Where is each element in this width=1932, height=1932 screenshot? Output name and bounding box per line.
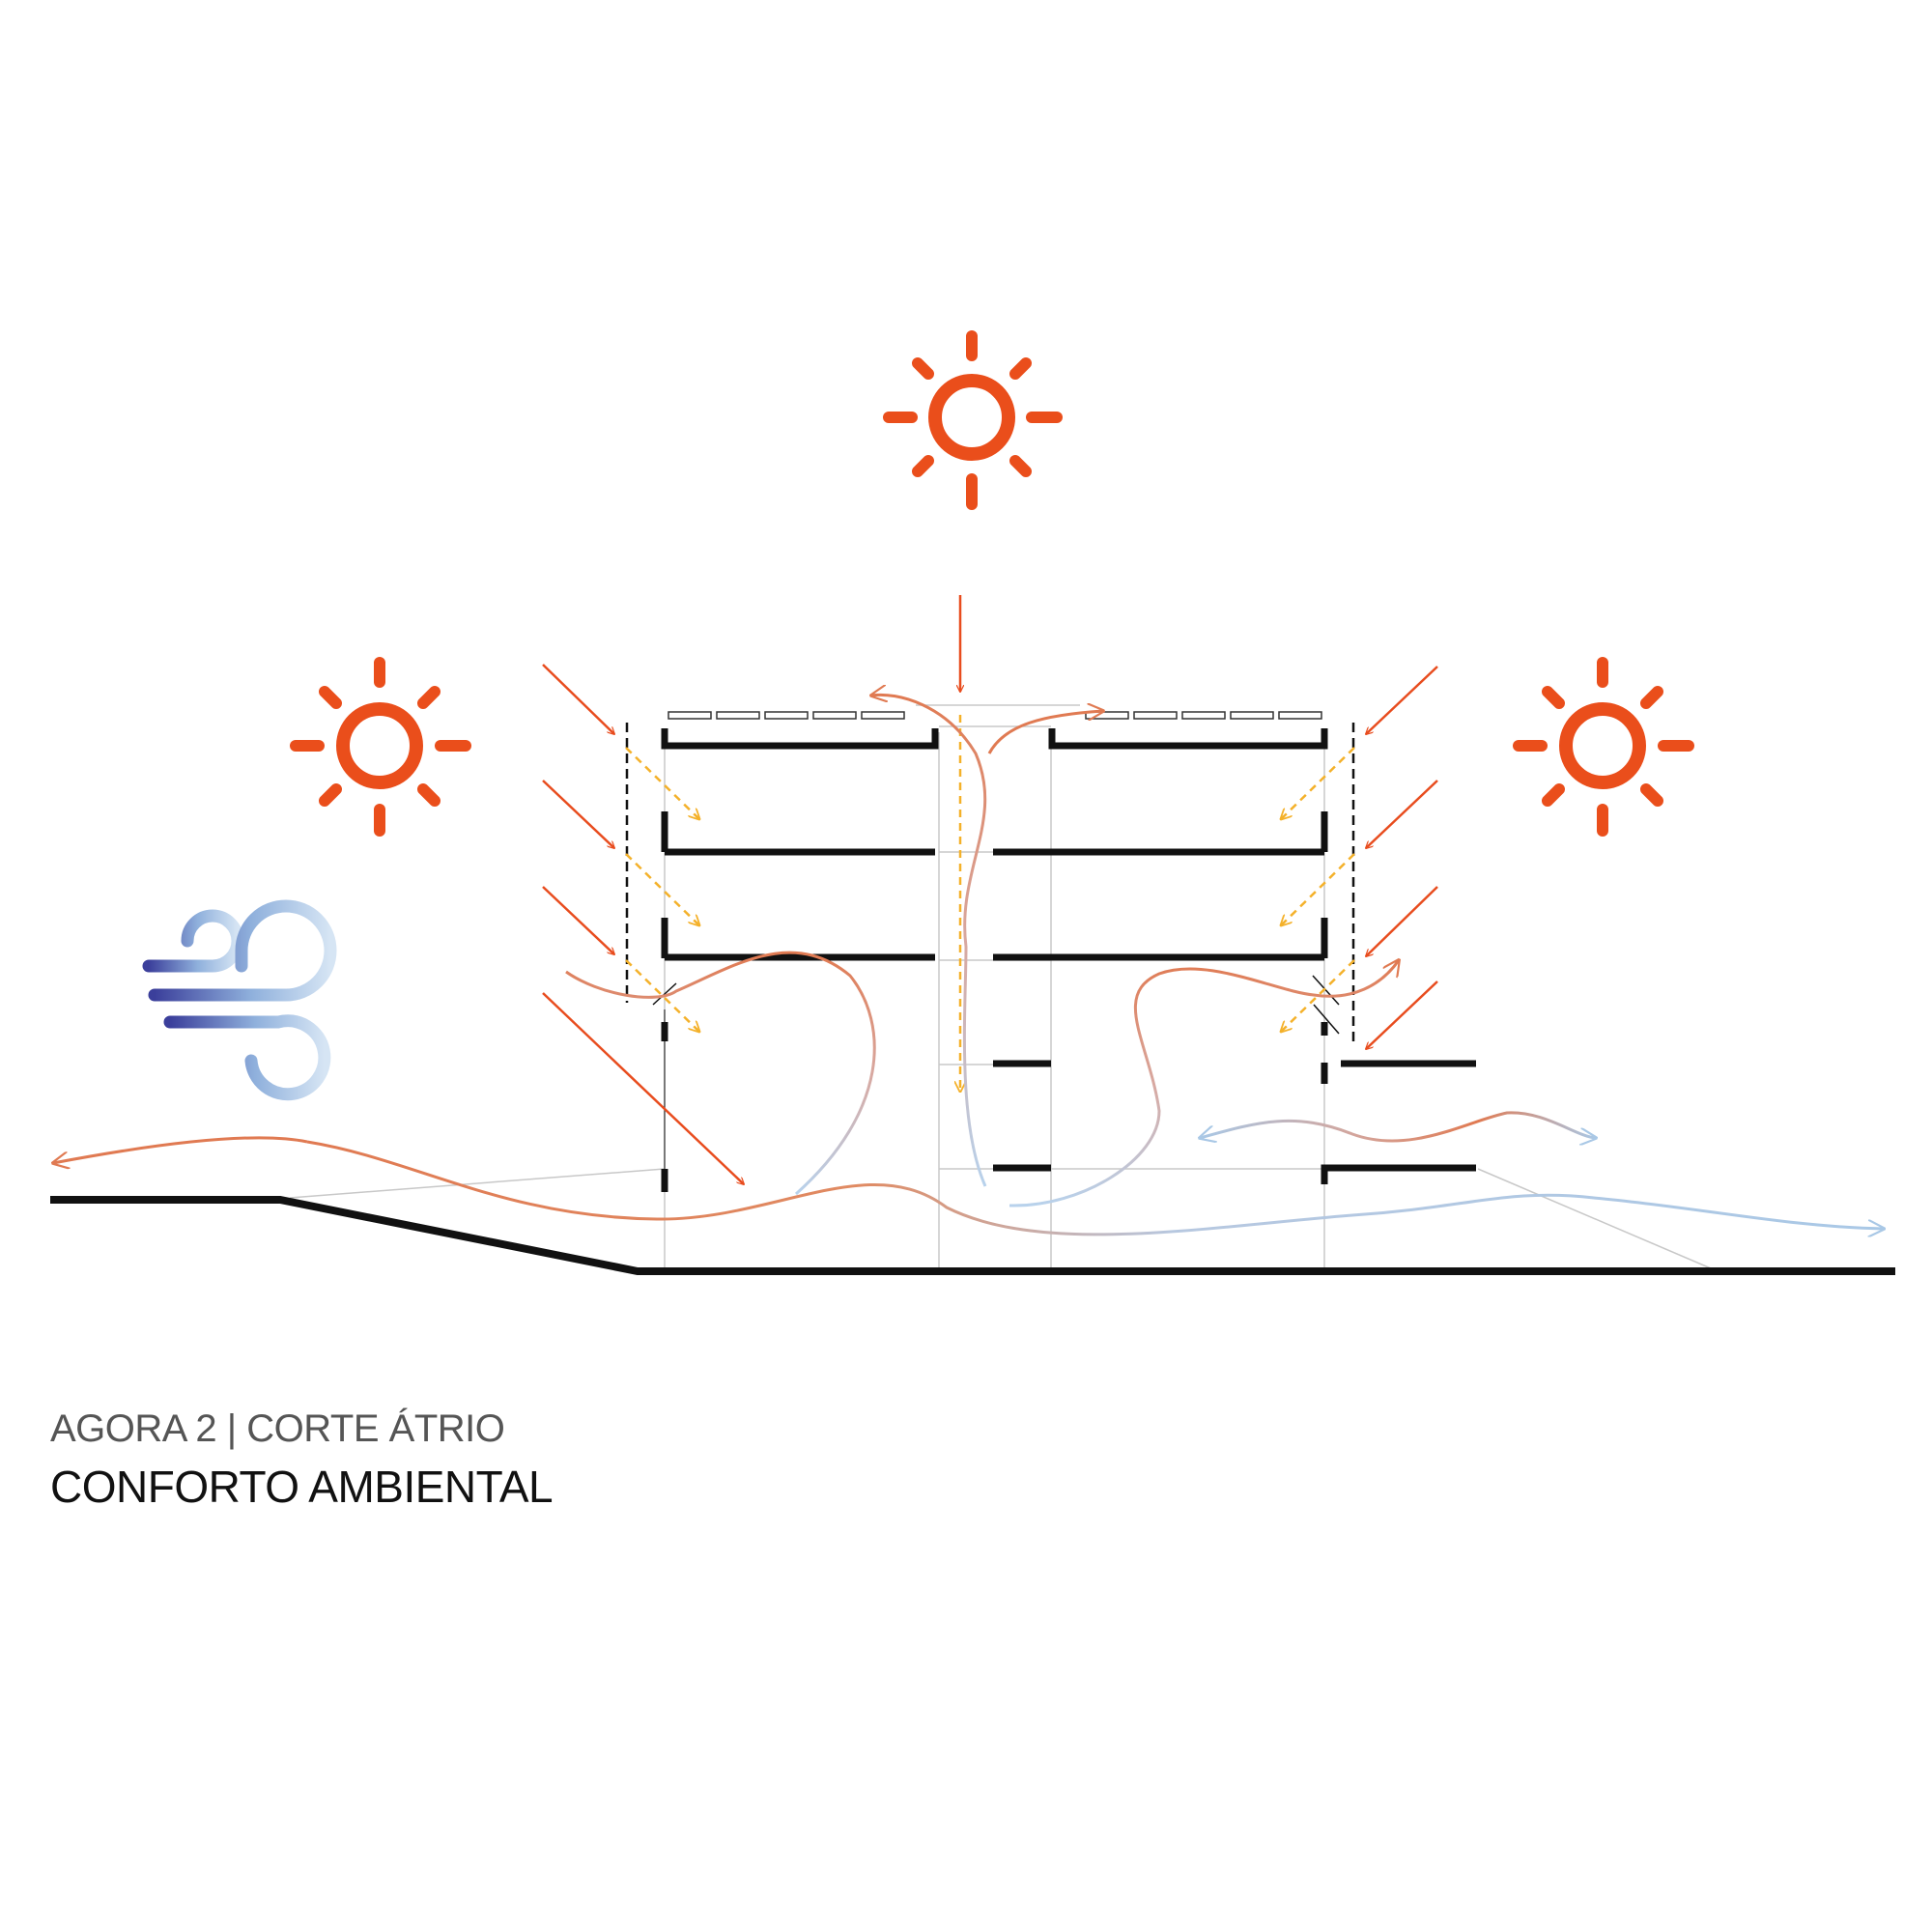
reflected-light — [625, 715, 1355, 1092]
sun-icon-right — [1513, 657, 1694, 837]
diagram-subtitle: AGORA 2 | CORTE ÁTRIO — [50, 1407, 505, 1450]
solar-rays — [542, 595, 1438, 1184]
grid-lines — [289, 704, 1719, 1273]
sun-icon-top — [883, 330, 1063, 510]
operable-vents — [652, 975, 1340, 1035]
facade-screens — [625, 723, 1355, 1043]
wind-icon — [142, 899, 337, 1101]
terrain-line — [50, 1196, 1895, 1275]
sun-icon-left — [290, 657, 471, 837]
air-flows — [53, 695, 1884, 1235]
diagram-title: CONFORTO AMBIENTAL — [50, 1462, 554, 1512]
building-structure — [661, 728, 1476, 1192]
roof-louvers — [668, 711, 1322, 720]
